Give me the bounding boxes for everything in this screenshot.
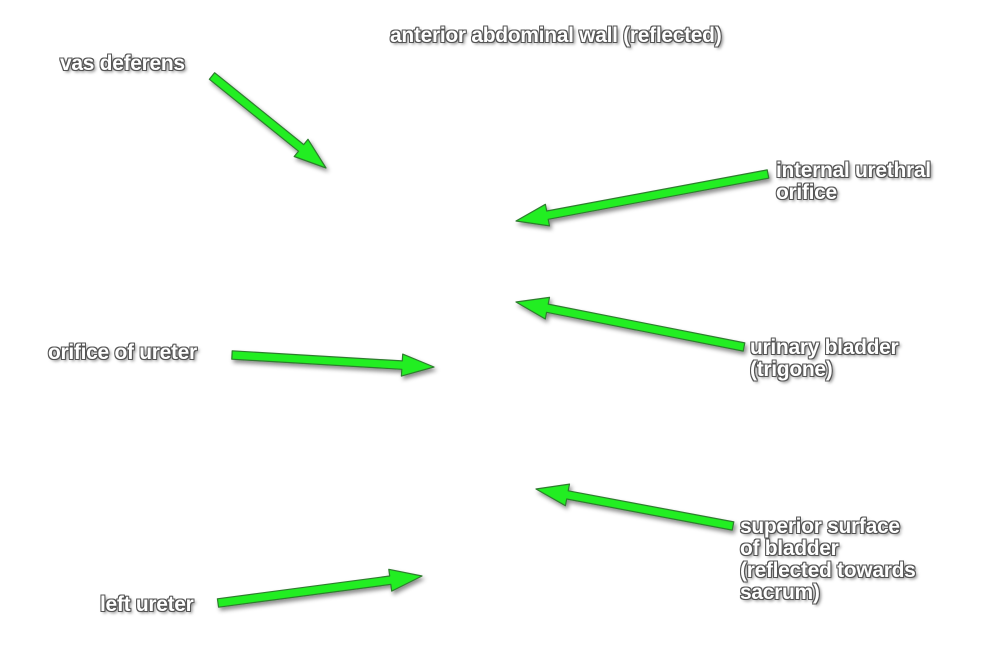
superior-surface-line-4: sacrum) bbox=[740, 581, 820, 604]
title-text: anterior abdominal wall (reflected) bbox=[390, 24, 722, 47]
orifice-of-ureter-label: orifice of ureter bbox=[48, 342, 197, 364]
internal-urethral-orifice-arrow bbox=[515, 169, 770, 227]
urinary-bladder-line-1: urinary bladder bbox=[750, 336, 899, 359]
orifice-of-ureter-arrow bbox=[231, 350, 435, 377]
internal-urethral-orifice-line-2: orifice bbox=[776, 181, 837, 204]
left-ureter-arrow bbox=[216, 568, 423, 608]
internal-urethral-orifice-line-1: internal urethral bbox=[776, 159, 931, 182]
vas-deferens-arrow bbox=[208, 72, 327, 169]
left-ureter-text: left ureter bbox=[100, 593, 194, 616]
superior-surface-arrow bbox=[535, 483, 735, 531]
urinary-bladder-line-2: (trigone) bbox=[750, 358, 833, 381]
urinary-bladder-label: urinary bladder (trigone) bbox=[750, 336, 899, 381]
vas-deferens-text: vas deferens bbox=[60, 52, 185, 75]
urinary-bladder-arrow bbox=[515, 296, 746, 352]
superior-surface-line-1: superior surface bbox=[740, 515, 900, 538]
superior-surface-label: superior surface of bladder (reflected t… bbox=[740, 515, 916, 604]
title-label: anterior abdominal wall (reflected) bbox=[390, 24, 722, 47]
orifice-of-ureter-text: orifice of ureter bbox=[48, 341, 197, 364]
internal-urethral-orifice-label: internal urethral orifice bbox=[776, 160, 931, 204]
superior-surface-line-3: (reflected towards bbox=[740, 559, 916, 582]
superior-surface-line-2: of bladder bbox=[740, 537, 839, 560]
left-ureter-label: left ureter bbox=[100, 594, 194, 616]
vas-deferens-label: vas deferens bbox=[60, 53, 185, 75]
arrow-group bbox=[208, 72, 770, 608]
